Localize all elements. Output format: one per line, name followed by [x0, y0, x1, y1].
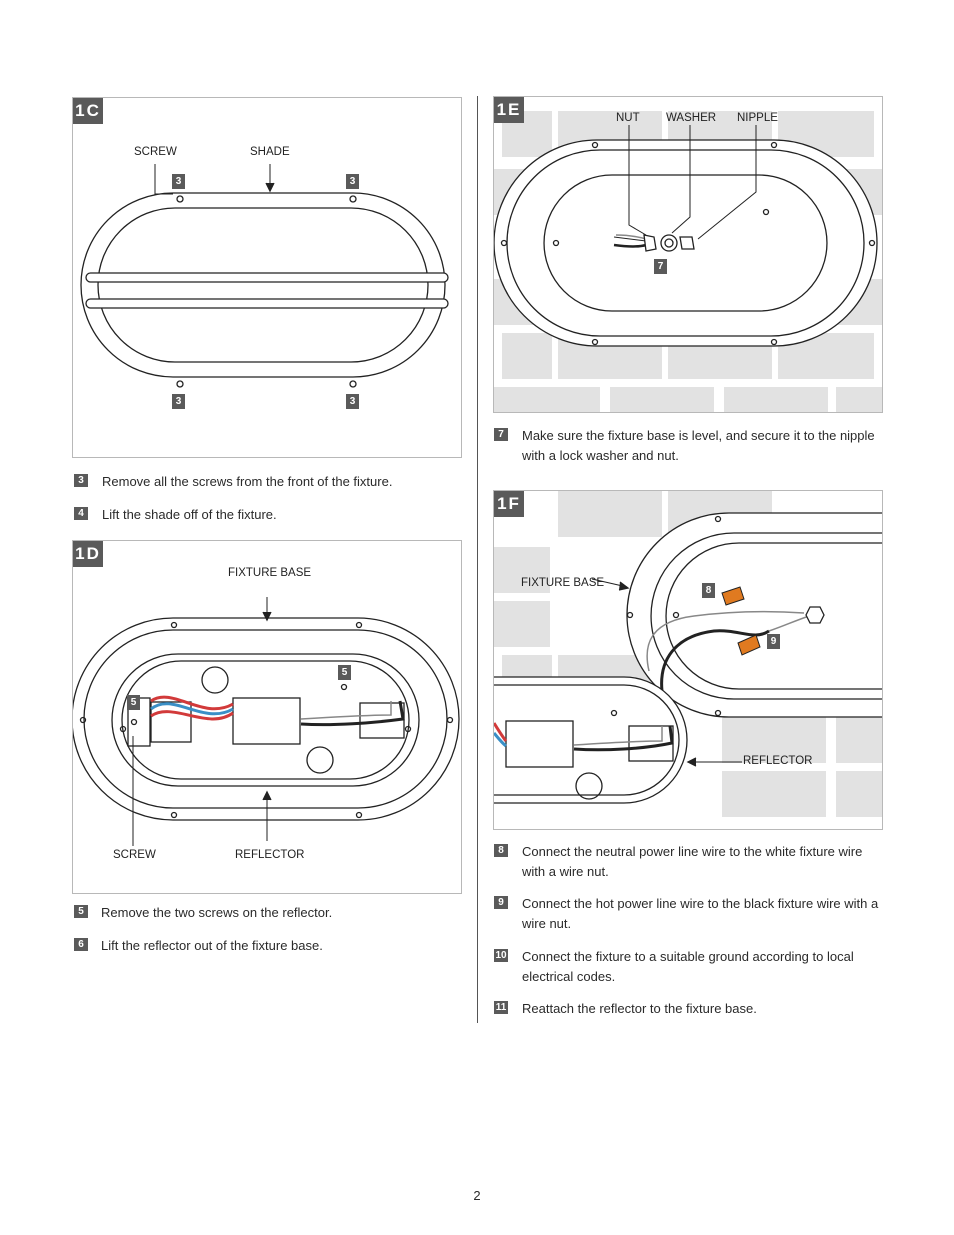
step-number: 5	[74, 905, 88, 918]
label-fixture-base: FIXTURE BASE	[521, 577, 605, 589]
panel-1f: 1F	[493, 490, 883, 830]
marker-3: 3	[346, 174, 359, 189]
marker-3: 3	[172, 174, 185, 189]
step-number: 11	[494, 1001, 508, 1014]
label-screw: SCREW	[113, 849, 156, 861]
label-reflector: REFLECTOR	[235, 849, 305, 861]
wiring-illustration	[494, 491, 882, 817]
step-number: 10	[494, 949, 508, 962]
mounting-illustration	[494, 111, 882, 412]
step-text: Reattach the reflector to the fixture ba…	[522, 1001, 757, 1016]
page-number: 2	[473, 1188, 481, 1203]
reflector-illustration	[73, 597, 460, 846]
step-number: 7	[494, 428, 508, 441]
panel-1d: 1D FIXTURE BA	[72, 540, 462, 894]
step-number: 8	[494, 844, 508, 857]
panel-1c: 1C SCREW SHADE 3 3 3 3	[72, 97, 462, 458]
panel-tag: 1E	[494, 97, 524, 123]
step-number: 6	[74, 938, 88, 951]
marker-3: 3	[172, 394, 185, 409]
marker-3: 3	[346, 394, 359, 409]
label-washer: WASHER	[666, 112, 717, 124]
step-text: Lift the reflector out of the fixture ba…	[101, 938, 323, 953]
label-reflector: REFLECTOR	[743, 755, 813, 767]
step-text: Remove the two screws on the reflector.	[101, 905, 333, 920]
label-screw: SCREW	[134, 146, 177, 158]
step-number: 4	[74, 507, 88, 520]
panel-1e: 1E	[493, 96, 883, 413]
marker-9: 9	[767, 634, 780, 649]
step-text: Make sure the fixture base is level, and…	[522, 428, 875, 463]
step-number: 9	[494, 896, 508, 909]
step-text: Connect the hot power line wire to the b…	[522, 896, 879, 931]
panel-tag: 1D	[73, 541, 103, 567]
step-text: Connect the fixture to a suitable ground…	[522, 949, 854, 984]
label-nipple: NIPPLE	[737, 112, 778, 124]
marker-5: 5	[127, 695, 140, 710]
step-text: Connect the neutral power line wire to t…	[522, 844, 863, 879]
step-text: Lift the shade off of the fixture.	[102, 507, 277, 522]
label-fixture-base: FIXTURE BASE	[228, 567, 312, 579]
column-divider	[477, 96, 478, 1023]
marker-8: 8	[702, 583, 715, 598]
panel-tag: 1F	[494, 491, 524, 517]
marker-7: 7	[654, 259, 667, 274]
shade-illustration	[80, 164, 449, 388]
label-shade: SHADE	[250, 146, 290, 158]
marker-5: 5	[338, 665, 351, 680]
step-text: Remove all the screws from the front of …	[102, 474, 393, 489]
step-number: 3	[74, 474, 88, 487]
label-nut: NUT	[616, 112, 640, 124]
panel-tag: 1C	[73, 98, 103, 124]
